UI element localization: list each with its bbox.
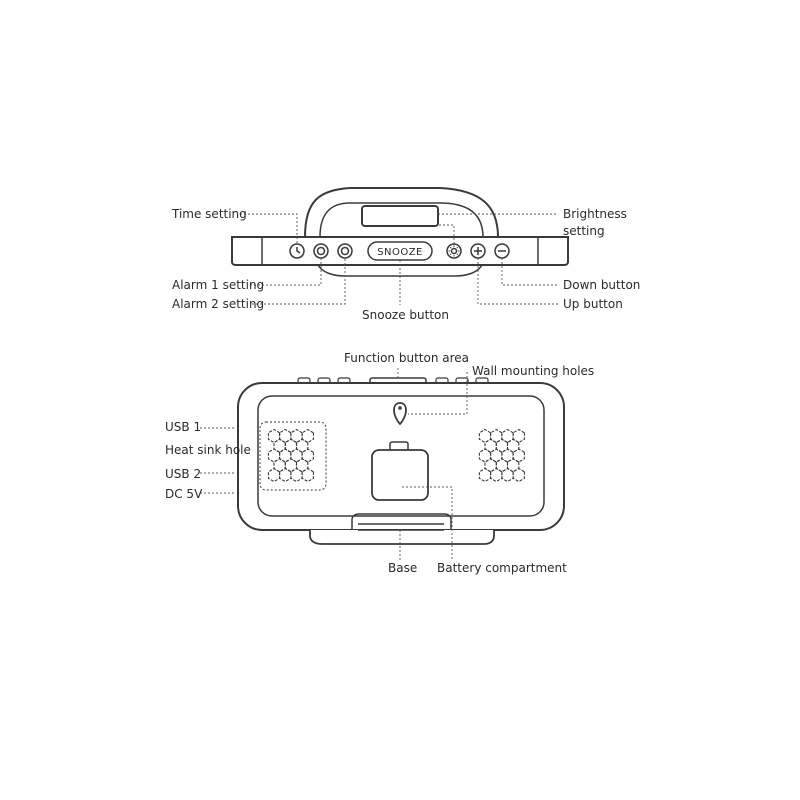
alarm-2-icon [337,243,353,259]
stand-inner [319,202,484,238]
back-view-device [237,377,565,545]
label-dc5v: DC 5V [165,487,203,501]
speaker-hole [512,467,525,483]
label-up-button: Up button [563,297,623,311]
clock-icon [289,243,305,259]
base-shape [309,530,495,545]
stand-slot [361,205,439,227]
label-brightness-setting-2: setting [563,224,605,238]
label-usb1: USB 1 [165,420,202,434]
label-time-setting: Time setting [172,207,247,221]
label-wall-mounting-holes: Wall mounting holes [472,364,595,378]
label-battery-compartment: Battery compartment [437,561,567,575]
alarm-1-icon [313,243,329,259]
label-alarm2-setting: Alarm 2 setting [172,297,265,311]
top-view-device [231,187,569,277]
snooze-button-text: SNOOZE [377,247,423,258]
top-leader-lines [240,213,558,305]
label-alarm1-setting: Alarm 1 setting [172,278,265,292]
label-function-button-area: Function button area [344,351,470,365]
wall-mounting-hole-shape [393,402,407,426]
speaker-hole [301,467,314,483]
label-base: Base [388,561,418,575]
speaker-holes-right [478,428,525,483]
back-leader-lines [200,368,468,560]
label-brightness-setting-1: Brightness [563,207,627,221]
label-heat-sink-hole: Heat sink hole [165,443,251,457]
back-panel [257,395,545,517]
battery-compartment-shape [371,449,429,501]
heat-sink-holes-left [267,428,314,483]
brightness-sun-icon [446,243,462,259]
stand-outer [304,187,499,238]
plus-icon [470,243,486,259]
label-down-button: Down button [563,278,641,292]
label-snooze-button: Snooze button [362,308,449,322]
label-usb2: USB 2 [165,467,202,481]
minus-icon [494,243,510,259]
side-ports [236,425,240,495]
